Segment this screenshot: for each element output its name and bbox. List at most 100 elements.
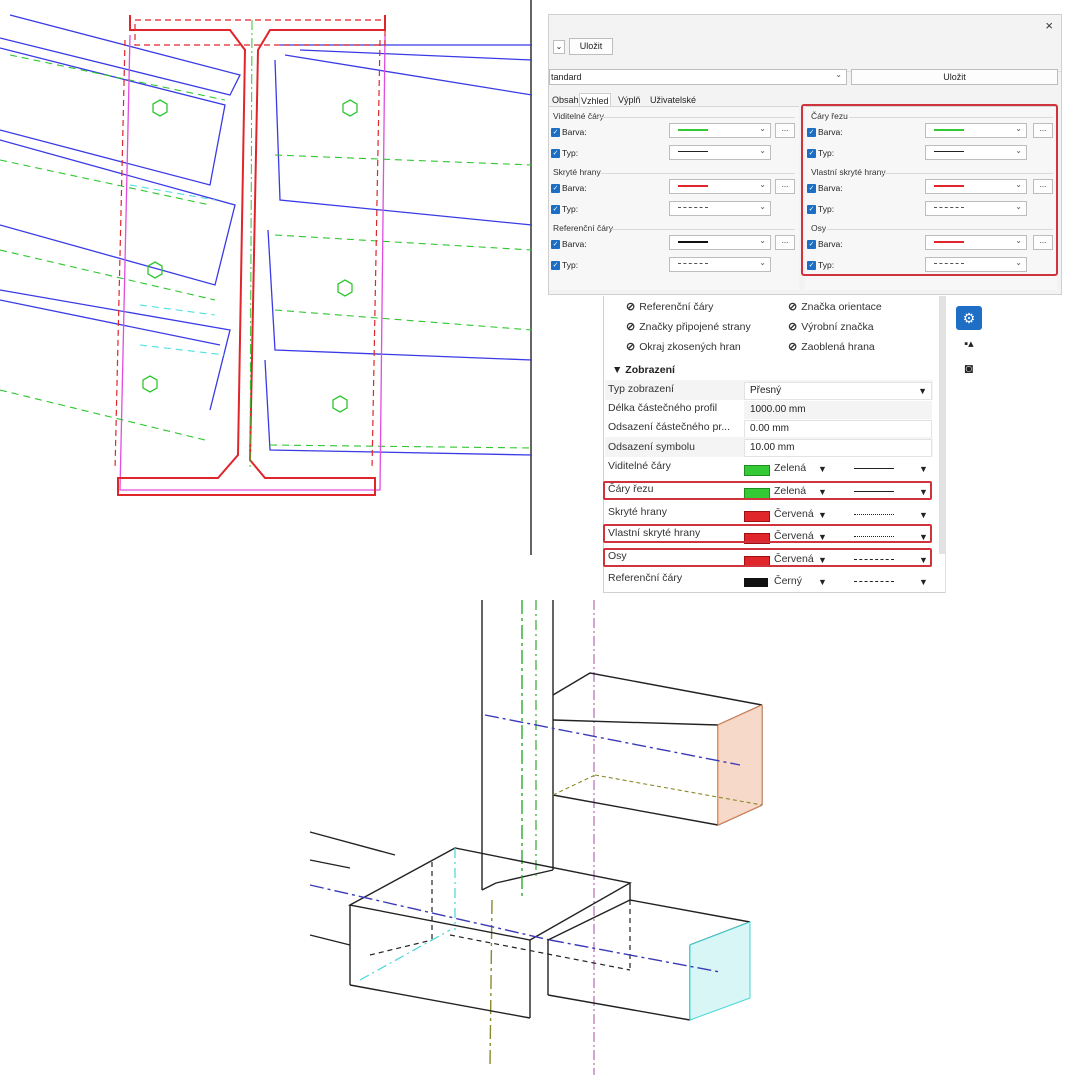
base-block-hidden bbox=[369, 862, 631, 971]
dropdown-arrow-icon[interactable]: ▼ bbox=[818, 510, 827, 520]
dropdown-arrow-icon[interactable]: ▼ bbox=[919, 532, 928, 542]
checkbox[interactable]: ✓ bbox=[551, 239, 560, 249]
more-button[interactable]: ... bbox=[775, 123, 795, 138]
section-zobrazeni[interactable]: ▼ Zobrazení bbox=[612, 364, 675, 376]
type-select[interactable]: ⌄ bbox=[925, 201, 1027, 216]
tab-uzivatelske-zobrazeni[interactable]: Uživatelské zobrazení bbox=[650, 95, 697, 119]
base-block bbox=[347, 847, 632, 1019]
gear-icon[interactable]: ⚙ bbox=[956, 306, 982, 330]
type-select[interactable]: ⌄ bbox=[669, 257, 771, 272]
tab-vypln[interactable]: Výplň bbox=[618, 95, 641, 105]
left-beams-hidden-cyan bbox=[129, 184, 226, 356]
color-select[interactable]: ⌄ bbox=[925, 179, 1027, 194]
color-select[interactable]: ⌄ bbox=[925, 123, 1027, 138]
dropdown-arrow-icon[interactable]: ▼ bbox=[818, 464, 827, 474]
checkbox[interactable]: ✓ bbox=[807, 204, 816, 214]
line-style-dashdot[interactable] bbox=[854, 559, 894, 560]
checkbox[interactable]: ✓ bbox=[807, 260, 816, 270]
color-select[interactable]: ⌄ bbox=[669, 179, 771, 194]
group-title: Referenční čáry bbox=[553, 223, 613, 233]
display-type-select[interactable]: Přesný▼ bbox=[744, 382, 932, 400]
tab-vzhled[interactable]: Vzhled bbox=[579, 93, 611, 108]
color-swatch bbox=[744, 533, 770, 544]
appearance-panel-left: Viditelné čáry ✓Barva: ⌄ ... ✓Typ: ⌄ Skr… bbox=[549, 106, 799, 290]
cad-3d-view[interactable] bbox=[300, 600, 770, 1075]
more-button[interactable]: ... bbox=[1033, 179, 1053, 194]
checkbox[interactable]: ✓ bbox=[807, 239, 816, 249]
robot-icon[interactable]: ◙ bbox=[964, 360, 974, 376]
dropdown-arrow-icon[interactable]: ▼ bbox=[919, 487, 928, 497]
save-profile-button[interactable]: Uložit bbox=[851, 69, 1058, 85]
dropdown-arrow-icon[interactable]: ▼ bbox=[818, 487, 827, 497]
dropdown-arrow-icon[interactable]: ▼ bbox=[818, 532, 827, 542]
visibility-item[interactable]: ⊘Značka orientace bbox=[788, 300, 882, 314]
dropdown-arrow-icon[interactable]: ▼ bbox=[919, 577, 928, 587]
dropdown-arrow-icon[interactable]: ▼ bbox=[818, 577, 827, 587]
visibility-item[interactable]: ⊘Referenční čáry bbox=[626, 300, 714, 314]
eye-off-icon: ⊘ bbox=[626, 301, 636, 313]
tab-obsah[interactable]: Obsah bbox=[552, 95, 579, 105]
more-button[interactable]: ... bbox=[775, 235, 795, 250]
visibility-item[interactable]: ⊘Zaoblená hrana bbox=[788, 340, 875, 354]
prop-label: Odsazení částečného pr... bbox=[608, 421, 730, 433]
dropdown-arrow-icon[interactable]: ▼ bbox=[818, 555, 827, 565]
left-beam-axis bbox=[309, 884, 551, 941]
more-button[interactable]: ... bbox=[775, 179, 795, 194]
properties-panel: ⊘Referenční čáry ⊘Značka orientace ⊘Znač… bbox=[603, 296, 988, 593]
bolt-symbols bbox=[142, 99, 358, 413]
prop-label: Odsazení symbolu bbox=[608, 441, 695, 453]
dropdown-arrow-icon[interactable]: ▼ bbox=[919, 464, 928, 474]
checkbox[interactable]: ✓ bbox=[551, 127, 560, 137]
eye-off-icon: ⊘ bbox=[626, 341, 636, 353]
preset-dropdown[interactable]: ⌄ bbox=[553, 40, 565, 54]
visibility-item[interactable]: ⊘Značky připojené strany bbox=[626, 320, 751, 334]
eye-off-icon: ⊘ bbox=[788, 321, 798, 333]
checkbox[interactable]: ✓ bbox=[807, 148, 816, 158]
cad-2d-drawing[interactable] bbox=[0, 0, 532, 555]
scrollbar[interactable] bbox=[939, 296, 945, 554]
highlight-row-axes bbox=[603, 548, 932, 567]
checkbox[interactable]: ✓ bbox=[807, 127, 816, 137]
highlight-row-own-hidden bbox=[603, 524, 932, 543]
profile-select[interactable]: tandard ⌄ bbox=[549, 69, 847, 85]
checkbox[interactable]: ✓ bbox=[551, 204, 560, 214]
color-select[interactable]: ⌄ bbox=[925, 235, 1027, 250]
checkbox[interactable]: ✓ bbox=[551, 148, 560, 158]
line-style-dotted[interactable] bbox=[854, 536, 894, 537]
line-style-dotted[interactable] bbox=[854, 514, 894, 515]
checkbox[interactable]: ✓ bbox=[551, 183, 560, 193]
visibility-item[interactable]: ⊘Výrobní značka bbox=[788, 320, 874, 334]
more-button[interactable]: ... bbox=[1033, 235, 1053, 250]
more-button[interactable]: ... bbox=[1033, 123, 1053, 138]
highlight-box-dialog bbox=[801, 104, 1058, 276]
symbol-offset-input[interactable]: 10.00 mm bbox=[744, 439, 932, 457]
line-style-dashdot[interactable] bbox=[854, 581, 894, 582]
centerline-green bbox=[249, 19, 253, 471]
color-select[interactable]: ⌄ bbox=[669, 235, 771, 250]
partial-profile-length-input[interactable]: 1000.00 mm bbox=[744, 401, 932, 419]
lower-beam-axis bbox=[549, 939, 721, 973]
color-select[interactable]: ⌄ bbox=[669, 123, 771, 138]
dropdown-arrow-icon[interactable]: ▼ bbox=[919, 510, 928, 520]
shapes-icon[interactable]: ▪▴ bbox=[964, 338, 974, 350]
close-icon[interactable]: × bbox=[1045, 18, 1053, 33]
save-top-button[interactable]: Uložit bbox=[569, 38, 613, 55]
type-select[interactable]: ⌄ bbox=[925, 145, 1027, 160]
left-beams bbox=[0, 14, 241, 411]
upper-beam-hidden bbox=[552, 774, 763, 806]
checkbox[interactable]: ✓ bbox=[551, 260, 560, 270]
partial-profile-offset-input[interactable]: 0.00 mm bbox=[744, 420, 932, 438]
visibility-item[interactable]: ⊘Okraj zkosených hran bbox=[626, 340, 741, 354]
group-title: Skryté hrany bbox=[553, 167, 601, 177]
type-select[interactable]: ⌄ bbox=[669, 145, 771, 160]
type-select[interactable]: ⌄ bbox=[925, 257, 1027, 272]
dropdown-arrow-icon[interactable]: ▼ bbox=[919, 555, 928, 565]
highlight-row-section bbox=[603, 481, 932, 500]
appearance-panel-right: Čáry řezu ✓Barva: ⌄ ... ✓Typ: ⌄ Vlastní … bbox=[805, 106, 1057, 290]
line-style-solid[interactable] bbox=[854, 468, 894, 469]
left-beams-hidden bbox=[0, 54, 226, 441]
checkbox[interactable]: ✓ bbox=[807, 183, 816, 193]
type-select[interactable]: ⌄ bbox=[669, 201, 771, 216]
dropdown-arrow-icon: ▼ bbox=[918, 386, 927, 396]
line-style-solid[interactable] bbox=[854, 491, 894, 492]
